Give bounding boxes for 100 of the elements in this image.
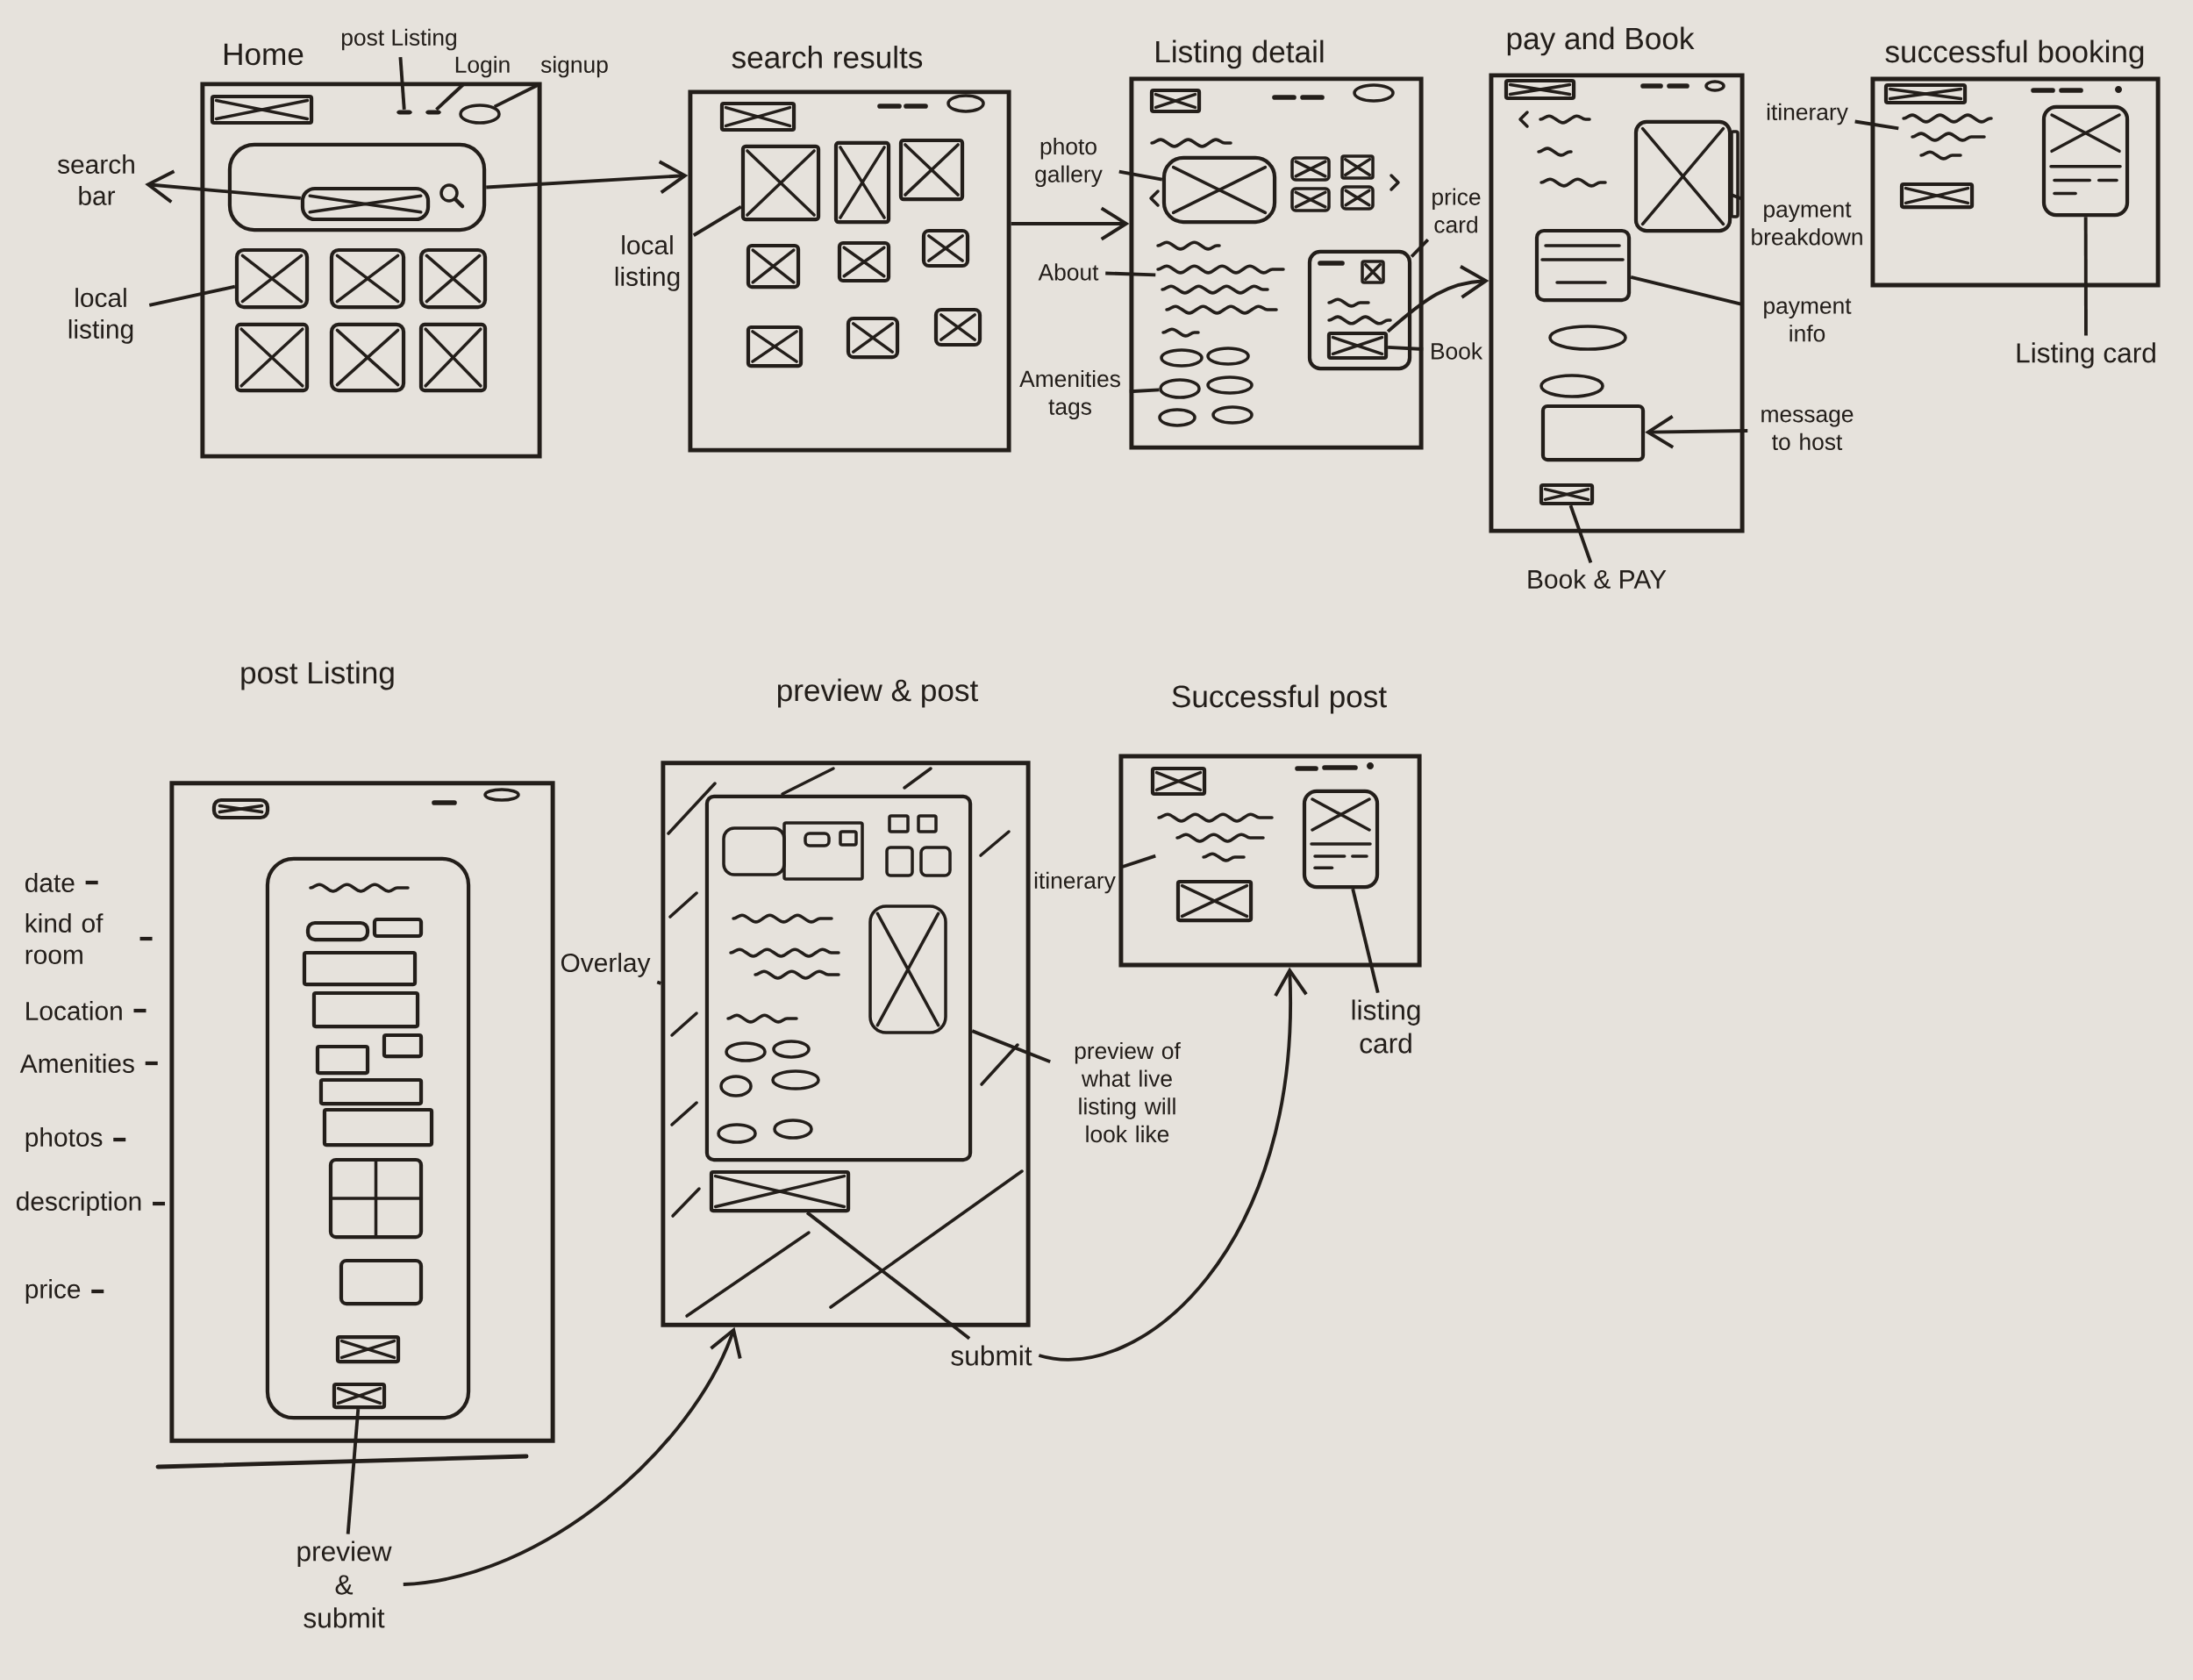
input-field xyxy=(382,1033,424,1059)
listing-card xyxy=(329,247,406,310)
leader-line xyxy=(805,1211,971,1340)
leader-line xyxy=(1630,275,1742,306)
image-placeholder xyxy=(211,797,270,820)
message-box xyxy=(1540,404,1646,462)
annotation-label: Login xyxy=(455,55,510,78)
button xyxy=(1899,182,1975,210)
leader-line xyxy=(1645,415,1748,449)
leader-line xyxy=(692,205,742,237)
button xyxy=(1175,879,1254,923)
screen-title: Successful post xyxy=(1172,684,1387,714)
leader-line xyxy=(398,56,406,110)
photo-upload-grid xyxy=(328,1157,424,1240)
listing-card xyxy=(846,316,900,360)
screen-title: post Listing xyxy=(241,661,394,690)
pay-button xyxy=(1539,483,1595,506)
field-label: date xyxy=(25,873,75,892)
annotation-label: payment info xyxy=(1764,298,1852,342)
leader-line xyxy=(1388,345,1424,351)
input-field xyxy=(315,1044,370,1076)
input-field xyxy=(305,920,370,942)
leader-line xyxy=(971,1029,1051,1064)
leader-line xyxy=(1351,888,1380,994)
form-button xyxy=(335,1334,401,1364)
annotation-label: itinerary xyxy=(1034,871,1116,894)
screen-title: Home xyxy=(224,43,304,66)
leader-line xyxy=(1731,193,1742,201)
text-lines xyxy=(1902,113,1993,161)
annotation-label: price card xyxy=(1432,188,1481,233)
field-label: description xyxy=(17,1191,141,1216)
image-placeholder xyxy=(1150,766,1207,797)
screen-title: preview & post xyxy=(777,678,979,708)
flow-arrow xyxy=(1011,206,1130,241)
payment-form xyxy=(1534,228,1632,303)
leader-line xyxy=(2083,217,2088,336)
listing-card xyxy=(1302,789,1380,890)
image-placeholder xyxy=(210,94,314,125)
search-field xyxy=(300,186,431,222)
listing-card xyxy=(933,307,982,347)
image-placeholder xyxy=(1149,88,1202,114)
listing-card xyxy=(833,140,891,225)
annotation-label: About xyxy=(1038,263,1099,281)
leader-line xyxy=(1410,238,1430,258)
annotation-label: local listing xyxy=(615,235,680,291)
leader-line xyxy=(656,980,662,985)
nav-link xyxy=(396,110,412,115)
field-label: price xyxy=(25,1279,81,1304)
flow-arrow xyxy=(1386,265,1489,333)
annotation-label: preview of what live listing will look like xyxy=(1075,1041,1181,1143)
image-placeholder xyxy=(1883,82,1968,105)
annotation-label: message to host xyxy=(1761,410,1854,451)
listing-card xyxy=(418,322,488,393)
annotation-label: submit xyxy=(951,1345,1032,1366)
leader-line xyxy=(1129,388,1160,394)
text-lines xyxy=(1156,240,1285,315)
leader-line xyxy=(1105,271,1156,277)
field-label: Location xyxy=(26,1001,122,1020)
annotation-label: photo gallery xyxy=(1035,137,1103,188)
leader-line xyxy=(1854,119,1899,131)
tag-oval xyxy=(1160,348,1204,368)
listing-card xyxy=(740,144,821,222)
annotation-label: listing card xyxy=(1352,999,1420,1054)
input-field xyxy=(372,917,424,939)
flow-arrow xyxy=(486,160,689,194)
form-panel xyxy=(265,856,471,1420)
listing-card xyxy=(234,247,310,310)
annotation-label: payment breakdown xyxy=(1752,202,1862,246)
tag-oval xyxy=(1211,405,1254,425)
input-field xyxy=(339,1258,424,1306)
price-card xyxy=(1307,249,1412,371)
listing-card xyxy=(746,325,804,368)
field-label: photos xyxy=(25,1127,103,1152)
summary-card xyxy=(1633,119,1732,233)
annotation-label: Overlay xyxy=(561,953,651,977)
preview-card xyxy=(704,794,973,1162)
screen-title: Listing detail xyxy=(1156,39,1324,69)
flow-arrow xyxy=(403,1326,742,1586)
tag-oval xyxy=(1206,347,1250,366)
field-label: kind of room xyxy=(25,913,104,964)
text-lines xyxy=(1157,812,1274,862)
tag-oval xyxy=(1206,375,1254,395)
input-field xyxy=(302,950,418,987)
leader-line xyxy=(1118,169,1163,182)
nav-button xyxy=(459,104,501,125)
search-panel xyxy=(227,142,487,232)
leader-line xyxy=(1122,854,1156,869)
nav-link xyxy=(425,110,441,115)
leader-line xyxy=(148,284,236,307)
listing-card xyxy=(418,247,488,310)
leader-line xyxy=(145,169,301,204)
screen-title: successful booking xyxy=(1885,39,2144,69)
submit-button xyxy=(709,1169,851,1213)
input-field xyxy=(318,1077,424,1106)
annotation-label: preview & submit xyxy=(297,1541,392,1628)
preview-button xyxy=(332,1382,387,1410)
listing-card xyxy=(921,228,970,268)
leader-line xyxy=(346,1409,361,1534)
screen-title: pay and Book xyxy=(1507,26,1695,56)
book-button xyxy=(1326,331,1389,361)
